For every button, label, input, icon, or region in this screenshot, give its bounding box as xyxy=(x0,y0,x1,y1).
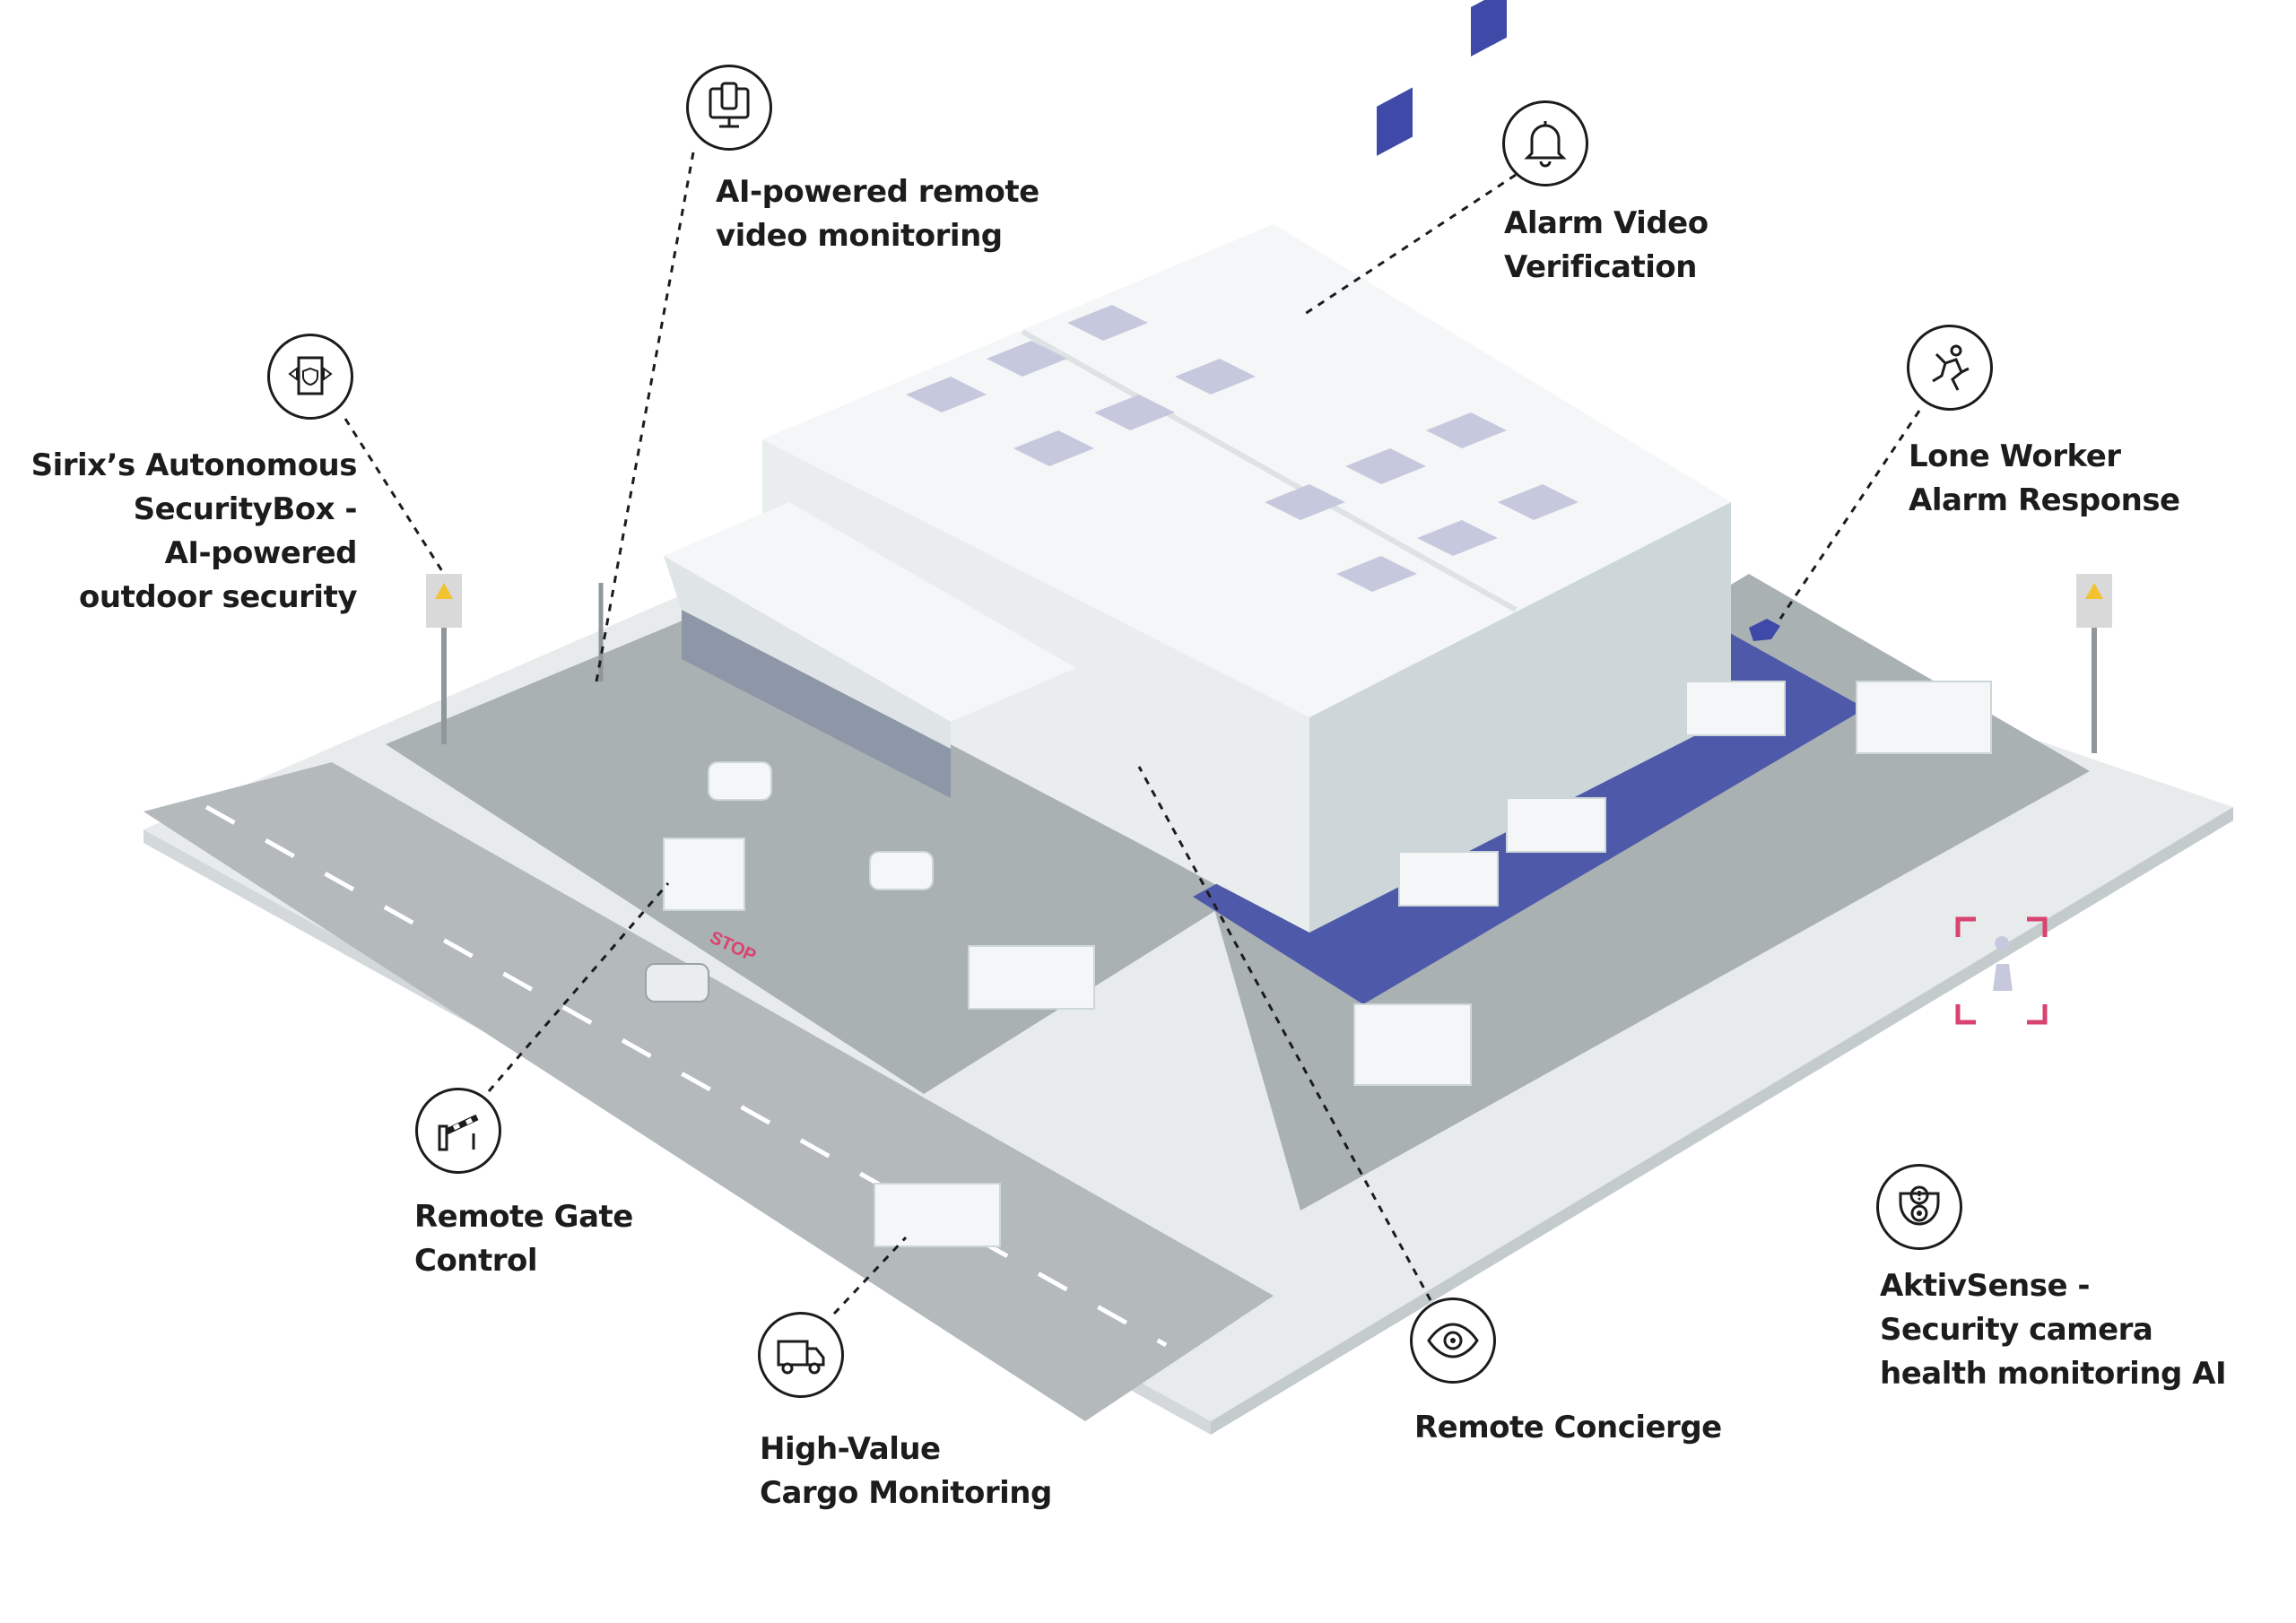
truck-street xyxy=(874,1183,1001,1247)
leader-concierge xyxy=(1137,766,1432,1301)
warehouse-side-wall xyxy=(1309,502,1731,933)
car-1 xyxy=(708,761,772,801)
securitybox-tower-left xyxy=(426,574,462,744)
office-block-roof xyxy=(664,502,1076,722)
label-cargo-monitoring: High-Value Cargo Monitoring xyxy=(760,1431,1052,1511)
barrier-gate-icon xyxy=(415,1088,501,1174)
trailers-right xyxy=(1856,681,1992,754)
fallen-worker xyxy=(1749,619,1780,641)
leader-securitybox xyxy=(344,418,446,575)
street xyxy=(144,762,1274,1421)
security-box-icon xyxy=(267,334,353,420)
label-aktivsense: AktivSense - Security camera health moni… xyxy=(1880,1268,2227,1392)
label-concierge: Remote Concierge xyxy=(1414,1410,1722,1445)
truck-yard-1 xyxy=(1398,851,1499,907)
cars xyxy=(645,761,934,1002)
label-alarm-verification: Alarm Video Verification xyxy=(1504,205,1709,285)
car-2 xyxy=(869,851,934,890)
detected-person xyxy=(1993,936,2013,991)
leader-cargo xyxy=(832,1236,908,1315)
label-lone-worker: Lone Worker Alarm Response xyxy=(1909,438,2180,518)
camera-alert-icon xyxy=(1876,1164,1962,1250)
label-gate-control: Remote Gate Control xyxy=(414,1199,633,1279)
falling-person-icon xyxy=(1907,325,1993,411)
gatehouse-front xyxy=(663,838,745,911)
loading-dock-doors xyxy=(1377,0,1507,156)
street-lane-markings xyxy=(204,804,1168,1348)
monitor-phone-icon xyxy=(686,65,772,151)
leader-gate-control xyxy=(487,882,670,1092)
callout-leader-lines xyxy=(344,152,1921,1315)
warehouse-front-wall xyxy=(762,439,1309,933)
gatehouse-rear xyxy=(1353,1003,1472,1086)
office-glass-facade xyxy=(682,610,951,798)
roof-ridge xyxy=(1021,329,1518,612)
leader-lone-worker xyxy=(1779,410,1921,620)
truck-icon xyxy=(758,1312,844,1398)
eye-icon xyxy=(1410,1298,1496,1384)
label-securitybox: Sirix’s Autonomous SecurityBox - AI-powe… xyxy=(30,447,358,615)
roof-skylights xyxy=(906,305,1578,592)
car-gate xyxy=(645,963,709,1002)
bell-icon xyxy=(1502,100,1588,187)
label-video-monitoring: AI-powered remote video monitoring xyxy=(716,174,1039,254)
site-ground-edge-right xyxy=(1211,807,2233,1435)
leader-video-monitoring xyxy=(595,152,695,682)
detection-frame xyxy=(1955,916,2048,1025)
truck-parking xyxy=(968,945,1095,1010)
truck-yard-2 xyxy=(1506,797,1606,853)
trucks xyxy=(874,681,1992,1247)
truck-yard-3 xyxy=(1685,681,1786,736)
securitybox-tower-right xyxy=(2076,574,2112,753)
office-base-wall xyxy=(664,556,951,749)
